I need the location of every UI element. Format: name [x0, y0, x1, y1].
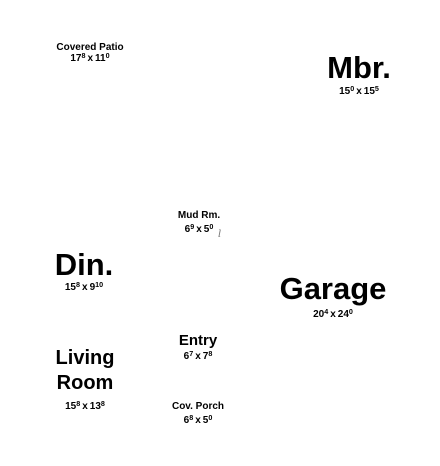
room-name: Din. [54, 247, 114, 282]
room-name: Entry [178, 332, 218, 349]
room-name: Mbr. [327, 50, 391, 85]
room-name: Garage [279, 271, 387, 306]
room-name: Cov. Porch [171, 401, 225, 412]
room-name: Living Room [55, 347, 115, 394]
room-name: Mud Rm. [177, 210, 221, 221]
room-name: Covered Patio [56, 42, 124, 53]
stray-mark: l [218, 229, 222, 240]
